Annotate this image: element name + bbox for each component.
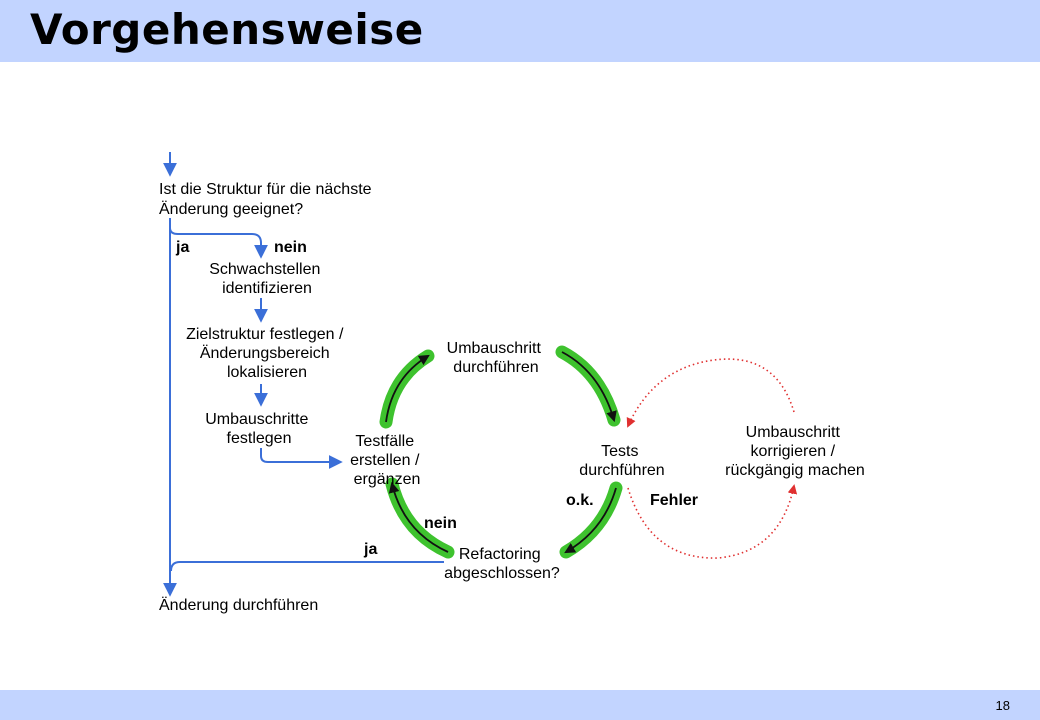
arrow-to-test-cases (260, 448, 343, 469)
ja-return-arrow (170, 561, 444, 572)
node-perform-step: Umbauschritt durchführen (447, 340, 546, 376)
highlight-testcases-to-step (379, 349, 435, 429)
error-loop (626, 358, 798, 559)
label-ok: o.k. (566, 492, 594, 509)
arrow-done-to-testcases (388, 481, 449, 553)
label-nein-cycle: nein (424, 515, 457, 532)
page-number: 18 (995, 698, 1010, 713)
refactoring-cycle-arrows (385, 351, 617, 554)
arrow-step-to-tests (561, 351, 617, 423)
node-target-structure: Zielstruktur festlegen / Änderungsbereic… (186, 326, 348, 381)
node-identify-weaknesses: Schwachstellen identifizieren (209, 261, 325, 297)
label-ja-top: ja (175, 239, 189, 256)
error-arc-lower (627, 484, 798, 559)
node-define-steps: Umbauschritte festlegen (205, 411, 313, 447)
slide-title: Vorgehensweise (30, 5, 424, 54)
slide-footer: 18 (0, 690, 1040, 720)
node-run-tests: Tests durchführen (579, 443, 664, 479)
slide-header: Vorgehensweise (0, 0, 1040, 62)
node-question-structure: Ist die Struktur für die nächste Änderun… (159, 181, 376, 218)
label-nein-top: nein (274, 239, 307, 256)
node-correct-step: Umbauschritt korrigieren / rückgängig ma… (725, 424, 865, 479)
label-ja-bottom: ja (363, 541, 377, 558)
arrow-tests-to-done (564, 487, 617, 554)
highlight-step-to-tests (555, 345, 621, 427)
arrow-testcases-to-step (385, 354, 430, 423)
label-fehler: Fehler (650, 492, 698, 509)
node-refactoring-done: Refactoring abgeschlossen? (444, 546, 560, 582)
error-arc-upper (626, 358, 795, 428)
node-test-cases: Testfälle erstellen / ergänzen (350, 433, 424, 488)
node-perform-change: Änderung durchführen (159, 596, 318, 614)
flow-arrows (163, 152, 444, 597)
nein-branch-arrow (169, 227, 268, 259)
